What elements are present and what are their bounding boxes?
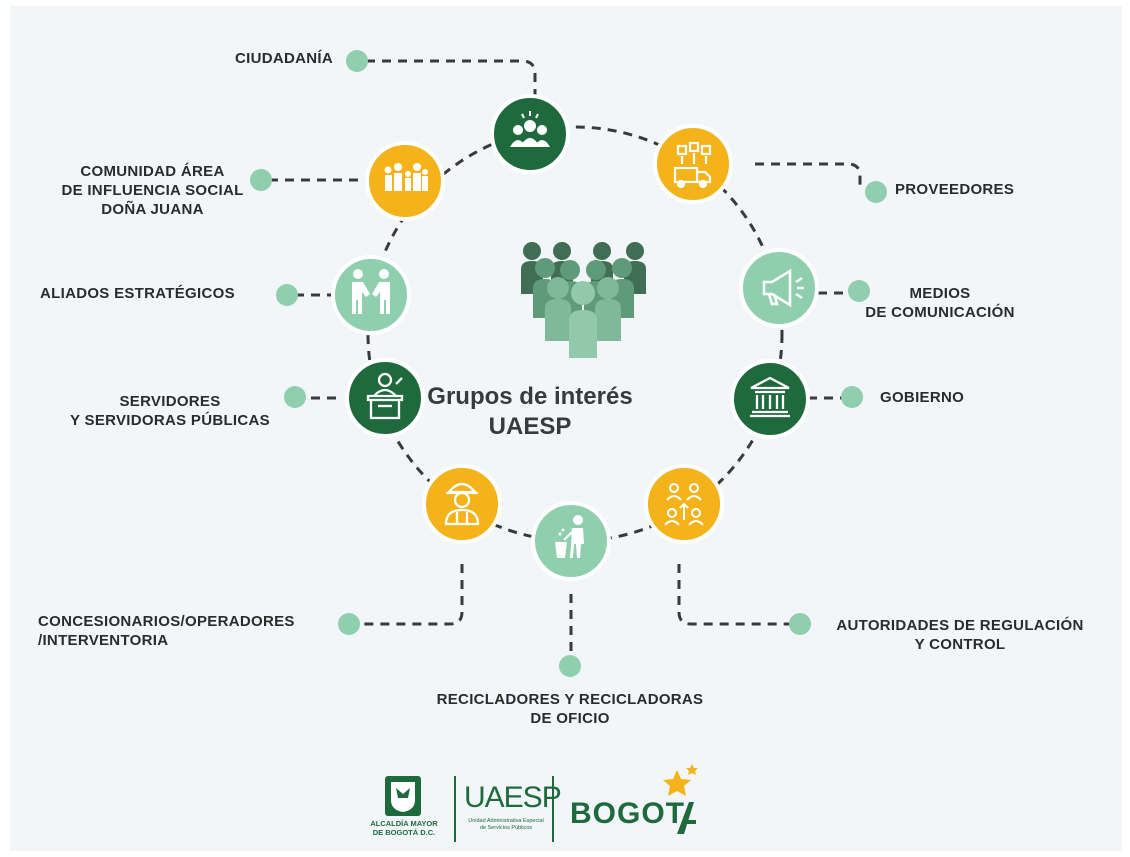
- dot-servidores: [284, 386, 306, 408]
- title-line-2: UAESP: [488, 413, 572, 440]
- node-servidores: [345, 358, 425, 438]
- alcaldia-shield-icon: [385, 776, 421, 816]
- dot-proveedores: [865, 181, 887, 203]
- endpoint-dots: [250, 50, 887, 677]
- bogota-stars-icon: [663, 764, 698, 834]
- dot-concesionarios: [338, 613, 360, 635]
- node-proveedores: [653, 124, 733, 204]
- connector-concesionarios: [355, 564, 464, 626]
- dot-comunidad: [250, 169, 272, 191]
- node-aliados: [331, 255, 411, 335]
- alcaldia-logo-text: ALCALDÍA MAYOR DE BOGOTÁ D.C.: [370, 819, 438, 837]
- diagram-title: Grupos de interés UAESP: [390, 382, 670, 442]
- dot-gobierno: [841, 386, 863, 408]
- speaker-podium-icon: [366, 372, 404, 420]
- infographic-canvas: Grupos de interés UAESP CIUDADANÍA PROVE…: [10, 6, 1122, 851]
- label-proveedores: PROVEEDORES: [895, 181, 1015, 198]
- supplier-truck-icon: [673, 141, 712, 189]
- label-aliados: ALIADOS ESTRATÉGICOS: [40, 285, 235, 302]
- node-gobierno: [730, 359, 810, 439]
- handshake-icon: [352, 269, 390, 314]
- label-recicladores: RECICLADORES Y RECICLADORAS DE OFICIO: [436, 691, 704, 727]
- dot-recicladores: [559, 655, 581, 677]
- label-ciudadania: CIUDADANÍA: [235, 50, 333, 67]
- connector-ciudadania: [366, 59, 537, 104]
- footer-logos: [385, 764, 698, 842]
- uaesp-logo-text: UAESP: [464, 781, 562, 814]
- node-autoridades: [644, 464, 724, 544]
- label-medios: MEDIOS DE COMUNICACIÓN: [865, 285, 1015, 321]
- label-comunidad: COMUNIDAD ÁREA DE INFLUENCIA SOCIAL DOÑA…: [61, 163, 244, 218]
- community-families-icon: [384, 163, 428, 191]
- dot-aliados: [276, 284, 298, 306]
- node-medios: [739, 248, 819, 328]
- node-recicladores: [531, 501, 611, 581]
- megaphone-icon: [762, 268, 804, 308]
- label-concesionarios: CONCESIONARIOS/OPERADORES /INTERVENTORIA: [38, 613, 295, 649]
- recycler-person-icon: [555, 515, 584, 558]
- dot-autoridades: [789, 613, 811, 635]
- center-crowd-icon: [521, 242, 646, 358]
- node-comunidad: [365, 141, 445, 221]
- label-gobierno: GOBIERNO: [880, 389, 965, 406]
- node-ciudadania: [490, 94, 570, 174]
- connector-proveedores: [755, 162, 862, 190]
- dot-ciudadania: [346, 50, 368, 72]
- diagram-svg: [250, 50, 887, 842]
- construction-worker-icon: [444, 482, 480, 526]
- dot-medios: [848, 280, 870, 302]
- bogota-logo-text: BOGOT: [570, 797, 685, 830]
- connector-autoridades: [677, 564, 790, 626]
- label-autoridades: AUTORIDADES DE REGULACIÓN Y CONTROL: [836, 617, 1084, 653]
- government-building-icon: [750, 376, 790, 418]
- citizens-group-icon: [510, 111, 550, 147]
- title-line-1: Grupos de interés: [427, 383, 633, 410]
- regulators-icon: [664, 483, 704, 526]
- node-concesionarios: [422, 464, 502, 544]
- label-servidores: SERVIDORES Y SERVIDORAS PÚBLICAS: [70, 393, 270, 429]
- uaesp-logo-subtitle: Unidad Administrativa Especial de Servic…: [468, 818, 544, 831]
